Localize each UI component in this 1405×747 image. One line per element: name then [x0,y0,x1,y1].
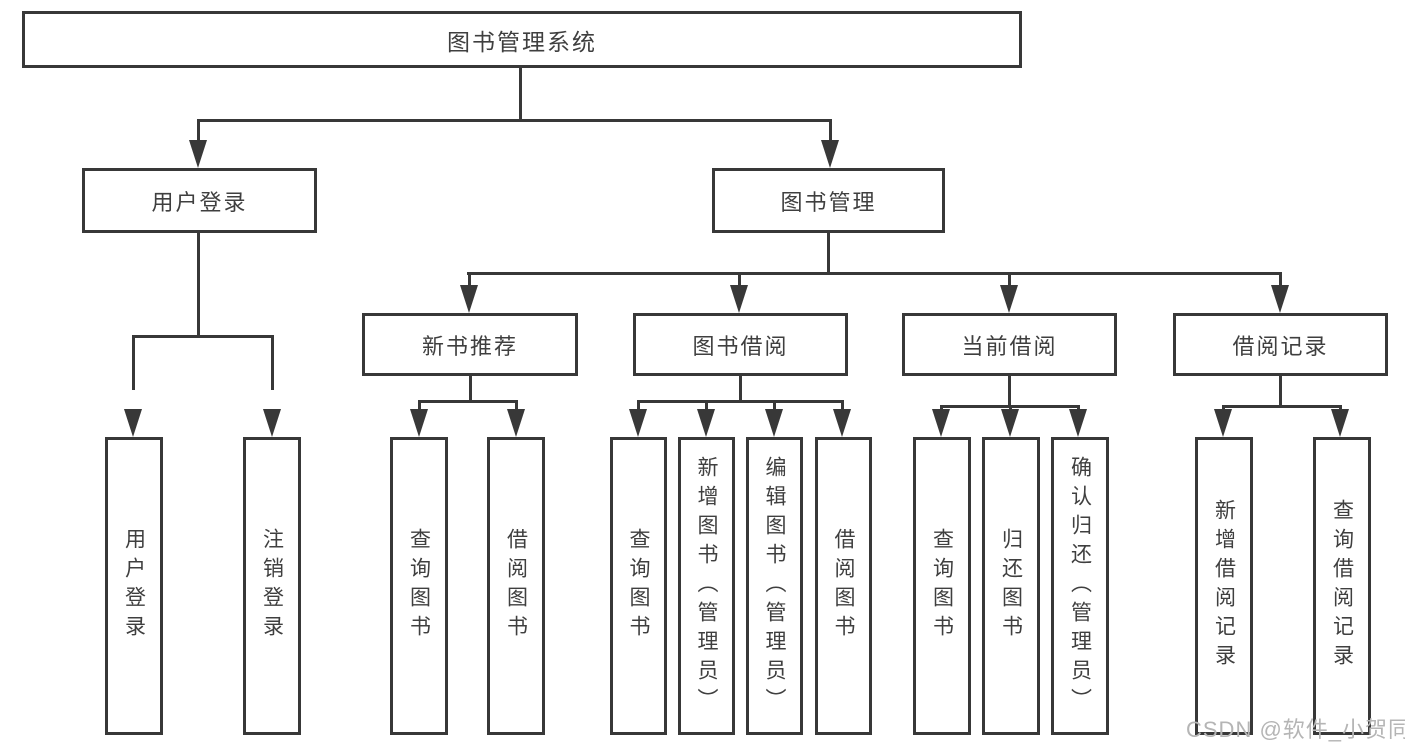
connector-line [637,400,640,412]
connector-line [637,400,844,403]
arrow-down-icon [730,285,748,313]
arrow-down-icon [833,409,851,437]
leaf-user-login: 用户登录 [105,437,163,735]
leaf-edit-book-admin: 编辑图书（管理员） [746,437,803,735]
node-borrow-record: 借阅记录 [1173,313,1388,376]
arrow-down-icon [189,140,207,168]
connector-line [827,233,830,275]
leaf-return-book: 归还图书 [982,437,1040,735]
arrow-down-icon [1271,285,1289,313]
leaf-logout: 注销登录 [243,437,301,735]
leaf-borrow-book-1: 借阅图书 [487,437,545,735]
connector-line [519,68,522,122]
arrow-down-icon [629,409,647,437]
connector-line [132,335,135,390]
node-current-borrow: 当前借阅 [902,313,1117,376]
connector-line [841,400,844,412]
arrow-down-icon [765,409,783,437]
connector-line [773,400,776,412]
connector-line [705,400,708,412]
arrow-down-icon [1001,409,1019,437]
connector-line [738,272,741,290]
connector-line [132,335,274,338]
csdn-watermark: CSDN @软件_小贺同学 [1186,717,1405,742]
leaf-add-book-admin: 新增图书（管理员） [678,437,735,735]
arrow-down-icon [460,285,478,313]
node-book-management: 图书管理 [712,168,945,233]
leaf-query-borrow-record: 查询借阅记录 [1313,437,1371,735]
connector-line [1222,405,1342,408]
leaf-confirm-return-admin: 确认归还（管理员） [1051,437,1109,735]
node-user-login: 用户登录 [82,168,317,233]
arrow-down-icon [1069,409,1087,437]
connector-line [197,119,832,122]
connector-line [467,272,1282,275]
connector-line [1008,376,1011,408]
connector-line [468,272,471,290]
leaf-query-book-2: 查询图书 [610,437,667,735]
arrow-down-icon [124,409,142,437]
connector-line [418,400,421,412]
arrow-down-icon [1214,409,1232,437]
node-root: 图书管理系统 [22,11,1022,68]
connector-line [1279,272,1282,290]
connector-line [197,119,200,145]
connector-line [469,376,472,403]
arrow-down-icon [1000,285,1018,313]
leaf-borrow-book-2: 借阅图书 [815,437,872,735]
leaf-query-book-1: 查询图书 [390,437,448,735]
connector-line [515,400,518,412]
connector-line [739,376,742,403]
arrow-down-icon [1331,409,1349,437]
node-new-book-recommend: 新书推荐 [362,313,578,376]
connector-line [197,233,200,338]
leaf-query-book-3: 查询图书 [913,437,971,735]
connector-line [1008,272,1011,290]
arrow-down-icon [263,409,281,437]
connector-line [1279,376,1282,408]
arrow-down-icon [697,409,715,437]
connector-line [271,335,274,390]
arrow-down-icon [932,409,950,437]
leaf-add-borrow-record: 新增借阅记录 [1195,437,1253,735]
connector-line [829,119,832,145]
arrow-down-icon [821,140,839,168]
arrow-down-icon [507,409,525,437]
arrow-down-icon [410,409,428,437]
node-book-borrow: 图书借阅 [633,313,848,376]
connector-line [418,400,518,403]
